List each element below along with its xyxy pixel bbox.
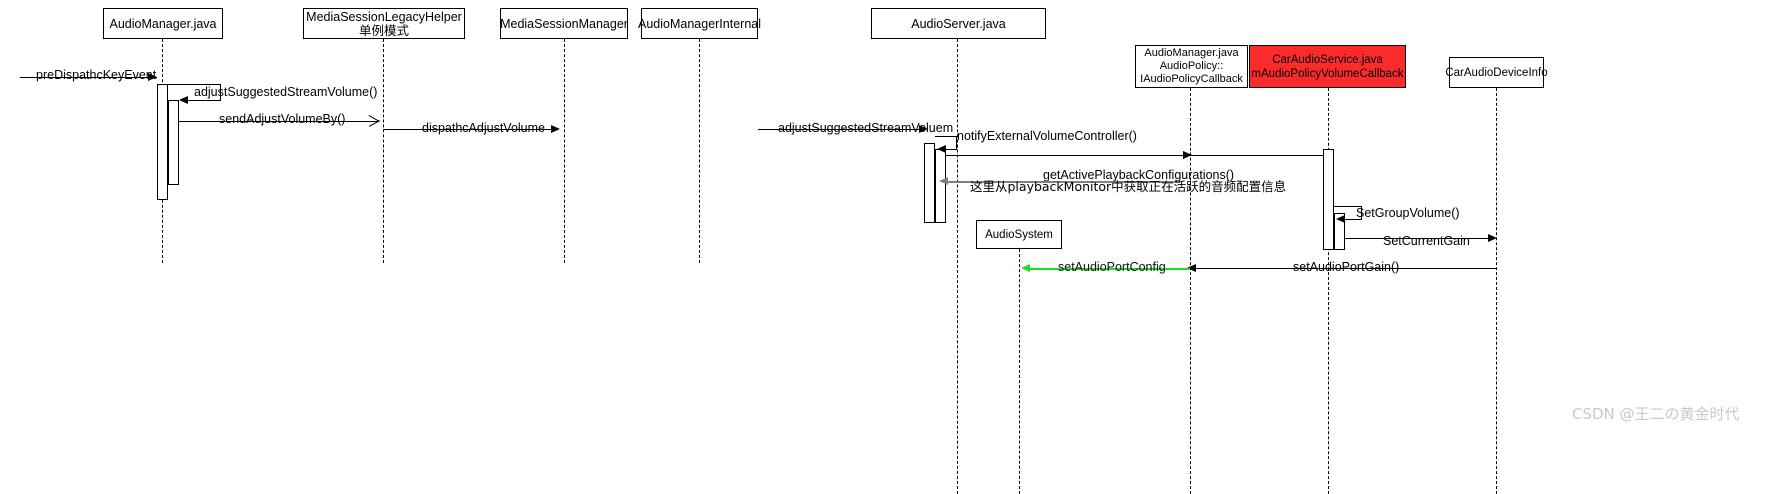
message-line-setgroupvolume-side	[1361, 206, 1362, 219]
arrow-head-setaudioportconfig	[1021, 263, 1030, 272]
activation-audio-server-outer	[924, 143, 935, 223]
message-label-adjustsuggestedstreamvoluem: adjustSuggestedStreamVoluem	[778, 121, 954, 135]
participant-media-session-manager[interactable]: MediaSessionManager	[500, 8, 628, 39]
lifeline-audio-system	[1019, 249, 1020, 494]
message-label-sendadjustvolumeby: sendAdjustVolumeBy()	[219, 112, 346, 126]
arrow-head-dispatchadjustvolume	[551, 124, 560, 133]
message-label-notifyexternalvolumecontroller: notifyExternalVolumeController()	[957, 129, 1137, 143]
participant-audio-server-java[interactable]: AudioServer.java	[871, 8, 1046, 39]
participant-label: AudioManagerInternal	[638, 16, 761, 31]
participant-label: MediaSessionManager	[500, 16, 628, 31]
csdn-watermark: CSDN @王二の黄金时代	[1572, 405, 1740, 423]
activation-car-audio-service-outer	[1323, 149, 1334, 250]
message-label-setgroupvolume: SetGroupVolume()	[1356, 206, 1460, 220]
message-line-setgroupvolume-top	[1334, 206, 1362, 207]
arrow-head-notifyexternalvolumecontroller	[937, 144, 946, 153]
message-label-setcurrentgain: SetCurrentGain	[1383, 234, 1470, 248]
activation-audio-manager-outer	[157, 84, 168, 200]
message-line-adjustsuggestedstreamvoluem	[758, 129, 925, 130]
message-label-predispatchkeyevent: preDispathcKeyEvent	[36, 68, 157, 82]
participant-audio-system[interactable]: AudioSystem	[976, 220, 1062, 249]
lifeline-car-audio-device-info	[1496, 88, 1497, 494]
message-line-setcurrentgain	[1345, 238, 1492, 239]
message-line-setgroupvolume-bottom	[1345, 219, 1362, 220]
participant-media-session-legacy-helper[interactable]: MediaSessionLegacyHelper 单例模式	[303, 8, 465, 39]
participant-label-sub: mAudioPolicyVolumeCallback	[1251, 67, 1404, 80]
participant-label: AudioSystem	[985, 228, 1053, 241]
participant-car-audio-device-info[interactable]: CarAudioDeviceInfo	[1445, 57, 1548, 88]
arrow-head-adjustsuggestedstreamvolume	[179, 95, 188, 104]
lifeline-media-session-manager	[564, 39, 565, 263]
participant-label: AudioManager.java	[1144, 47, 1239, 59]
message-label-playbackmonitor-annotation: 这里从playbackMonitor中获取正在活跃的音频配置信息	[970, 179, 1287, 194]
arrow-head-setaudioportgain	[1187, 263, 1196, 272]
participant-audio-manager-internal[interactable]: AudioManagerInternal	[638, 8, 761, 39]
arrow-head-playbackmonitor-return	[939, 176, 948, 185]
arrow-head-adjustsuggestedstreamvoluem	[919, 124, 928, 133]
message-line-sendadjustvolumeby	[179, 121, 379, 122]
activation-car-audio-service-inner	[1334, 213, 1345, 250]
activation-audio-server-inner	[935, 149, 946, 223]
participant-audio-manager-java[interactable]: AudioManager.java	[103, 8, 223, 39]
message-label-getactiveplaybackconfigurations: getActivePlaybackConfigurations()	[1043, 168, 1235, 182]
message-line-adjustsuggestedstreamvolume-bottom	[188, 100, 221, 101]
message-label-adjustsuggestedstreamvolume: adjustSuggestedStreamVolume()	[194, 85, 378, 99]
arrow-head-setgroupvolume	[1336, 214, 1345, 223]
participant-audio-policy-callback[interactable]: AudioManager.java AudioPolicy:: IAudioPo…	[1135, 45, 1248, 88]
arrow-head-setcurrentgain	[1488, 233, 1497, 242]
arrow-head-policy-callback-dispatch	[1183, 150, 1192, 159]
participant-label: CarAudioService.java	[1272, 53, 1383, 66]
lifeline-audio-server-java	[957, 39, 958, 494]
participant-label-sub: 单例模式	[358, 23, 409, 38]
message-line-notifyexternalvolumecontroller-side	[956, 136, 957, 149]
participant-label: AudioServer.java	[911, 16, 1006, 31]
message-line-dispatchadjustvolume	[383, 129, 555, 130]
participant-label: CarAudioDeviceInfo	[1445, 66, 1548, 79]
message-line-adjustsuggestedstreamvolume-top	[168, 84, 221, 85]
message-label-dispatchadjustvolume: dispathcAdjustVolume	[422, 121, 545, 135]
message-line-policy-callback-dispatch	[946, 155, 1324, 156]
lifeline-audio-manager-internal	[699, 39, 700, 263]
message-label-setaudioportgain: setAudioPortGain()	[1293, 260, 1400, 274]
participant-label-sub2: IAudioPolicyCallback	[1140, 73, 1243, 85]
message-line-adjustsuggestedstreamvolume-side	[220, 84, 221, 100]
participant-label: AudioManager.java	[109, 16, 217, 31]
message-label-setaudioportconfig: setAudioPortConfig	[1058, 260, 1166, 274]
arrow-head-predispatchkeyevent	[148, 72, 157, 81]
message-line-playbackmonitor-return	[948, 181, 1180, 183]
participant-car-audio-service[interactable]: CarAudioService.java mAudioPolicyVolumeC…	[1249, 45, 1406, 88]
lifeline-audio-policy-callback	[1190, 88, 1191, 494]
message-line-notifyexternalvolumecontroller-top	[935, 136, 957, 137]
lifeline-media-session-legacy-helper	[383, 39, 384, 263]
message-line-predispatchkeyevent	[20, 77, 157, 78]
activation-audio-manager-inner	[168, 100, 179, 185]
arrow-head-sendadjustvolumeby	[369, 114, 380, 127]
message-line-setaudioportgain	[1196, 268, 1496, 269]
participant-label: MediaSessionLegacyHelper	[306, 9, 462, 24]
participant-label-sub: AudioPolicy::	[1159, 60, 1224, 72]
message-line-setaudioportconfig	[1030, 268, 1190, 270]
lifeline-car-audio-service	[1328, 88, 1329, 494]
message-line-notifyexternalvolumecontroller-bottom	[946, 149, 957, 150]
